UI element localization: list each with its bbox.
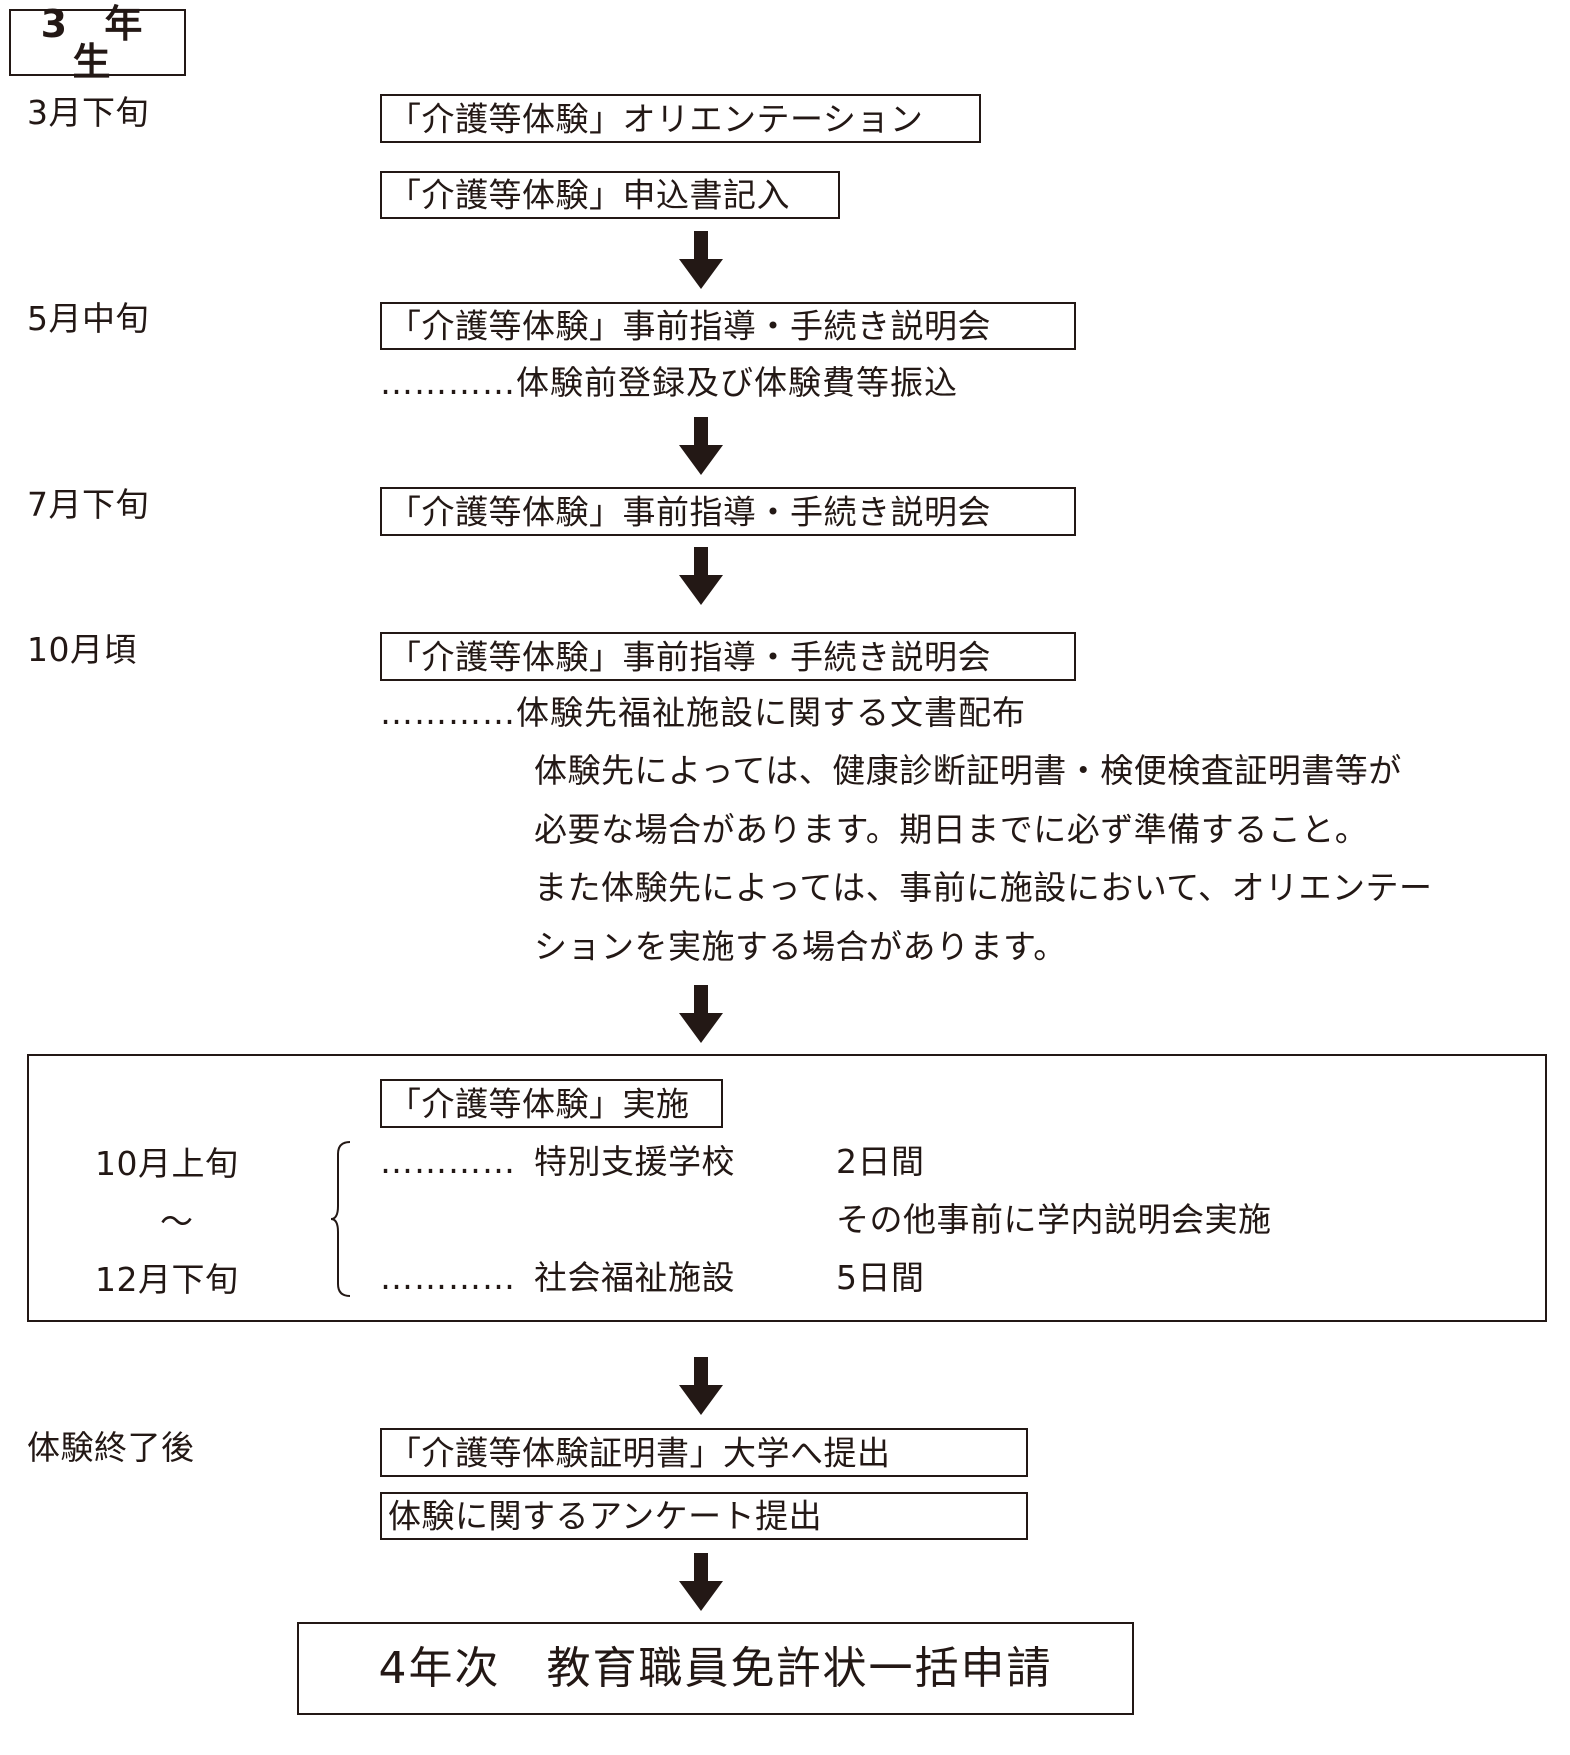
detail-line: また体験先によっては、事前に施設において、オリエンテー [534,868,1433,907]
down-arrow-icon [679,985,723,1043]
step-box-briefing: 「介護等体験」事前指導・手続き説明会 [380,302,1076,350]
step-box-label: 「介護等体験」申込書記入 [388,175,790,215]
step-box-briefing: 「介護等体験」事前指導・手続き説明会 [380,632,1076,681]
step-box-label: 体験に関するアンケート提出 [388,1496,823,1536]
step-box-label: 「介護等体験証明書」大学へ提出 [388,1433,891,1472]
step-box-application: 「介護等体験」申込書記入 [380,171,840,219]
section-title-box: 3 年 生 [9,5,186,81]
period-label: 5月中旬 [27,299,149,338]
down-arrow-icon [679,417,723,475]
step-box-label: 「介護等体験」実施 [388,1084,690,1123]
duration-welfare: 5日間 [836,1258,925,1297]
step-box-briefing: 「介護等体験」事前指導・手続き説明会 [380,487,1076,536]
implementation-box: 「介護等体験」実施 [380,1079,723,1128]
step-note: …………体験前登録及び体験費等振込 [380,363,958,402]
implementation-frame [27,1054,1547,1322]
period-label: 3月下旬 [27,93,149,132]
step-box-certificate: 「介護等体験証明書」大学へ提出 [380,1428,1028,1477]
step-box-orientation: 「介護等体験」オリエンテーション [380,94,981,143]
detail-line: 必要な場合があります。期日までに必ず準備すること。 [534,810,1369,849]
step-box-survey: 体験に関するアンケート提出 [380,1492,1028,1540]
final-box: 4年次 教育職員免許状一括申請 [297,1622,1134,1715]
step-box-label: 「介護等体験」事前指導・手続き説明会 [388,637,991,676]
period-label: 体験終了後 [27,1428,195,1467]
down-arrow-icon [679,547,723,605]
step-note: …………体験先福祉施設に関する文書配布 [380,693,1026,732]
period-tilde: ～ [160,1202,194,1241]
final-label: 4年次 教育職員免許状一括申請 [378,1642,1053,1694]
duration-school: 2日間 [836,1142,925,1181]
period-end: 12月下旬 [95,1260,239,1299]
period-start: 10月上旬 [95,1144,239,1183]
placement-welfare: 社会福祉施設 [534,1258,735,1297]
step-box-label: 「介護等体験」オリエンテーション [388,99,924,138]
row-dots: ………… [380,1258,516,1297]
detail-line: ションを実施する場合があります。 [534,927,1067,966]
period-label: 7月下旬 [27,485,149,524]
placement-school: 特別支援学校 [534,1142,735,1181]
down-arrow-icon [679,1357,723,1415]
brace-icon [330,1141,351,1297]
extra-note: その他事前に学内説明会実施 [836,1200,1272,1239]
step-box-label: 「介護等体験」事前指導・手続き説明会 [388,306,991,346]
row-dots: ………… [380,1142,516,1181]
down-arrow-icon [679,1553,723,1611]
section-title: 3 年 生 [40,1,155,84]
step-box-label: 「介護等体験」事前指導・手続き説明会 [388,492,991,531]
down-arrow-icon [679,231,723,289]
period-label: 10月頃 [27,630,137,669]
detail-line: 体験先によっては、健康診断証明書・検便検査証明書等が [534,751,1402,790]
